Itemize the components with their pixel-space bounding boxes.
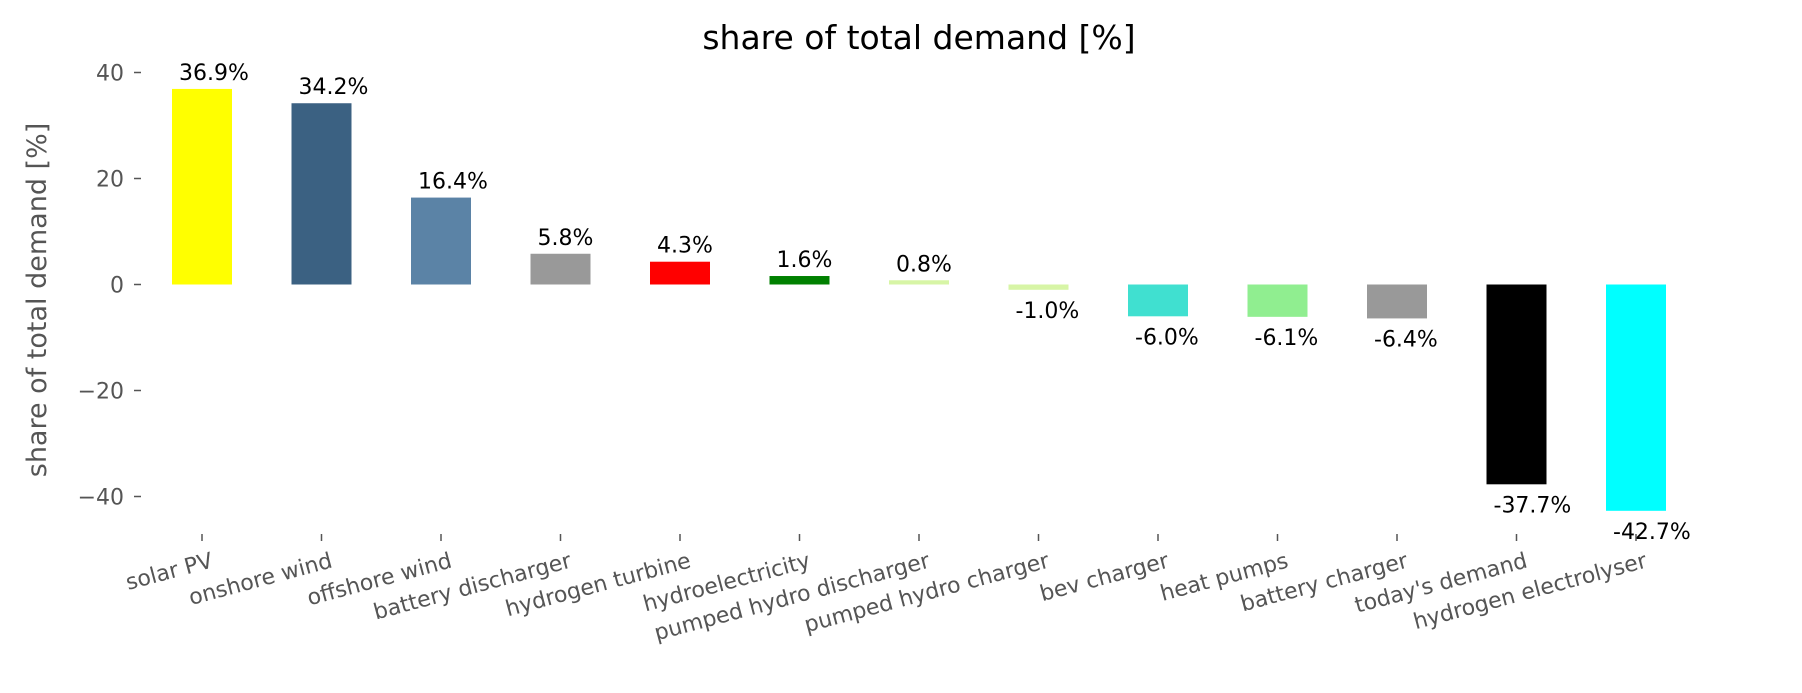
x-tick-label: bev charger bbox=[1037, 548, 1172, 607]
data-label: 4.3% bbox=[657, 234, 713, 259]
bar-battery-charger bbox=[1367, 284, 1427, 319]
bar-onshore-wind bbox=[291, 103, 352, 285]
y-tick-label: −20 bbox=[78, 380, 124, 405]
data-label: -42.7% bbox=[1613, 520, 1691, 545]
data-label: 1.6% bbox=[777, 248, 833, 273]
data-label: -1.0% bbox=[1016, 299, 1080, 324]
bar-hydrogen-turbine bbox=[650, 261, 710, 285]
y-axis-label: share of total demand [%] bbox=[22, 123, 53, 478]
bar-bev-charger bbox=[1128, 284, 1188, 317]
data-label: -37.7% bbox=[1494, 493, 1572, 518]
bar-today-s-demand bbox=[1486, 284, 1547, 485]
bars: 36.9% 34.2% 16.4% 5.8% 4.3% 1.6% 0.8% -1.0% -6.0… bbox=[172, 61, 1691, 545]
data-label: -6.4% bbox=[1374, 327, 1438, 352]
data-label: -6.1% bbox=[1255, 326, 1319, 351]
bar-hydrogen-electrolyser bbox=[1606, 284, 1666, 511]
bar-heat-pumps bbox=[1247, 284, 1308, 317]
bar-hydroelectricity bbox=[769, 276, 830, 285]
chart-title: share of total demand [%] bbox=[702, 18, 1135, 57]
bar-battery-discharger bbox=[530, 253, 591, 285]
data-label: 34.2% bbox=[299, 75, 369, 100]
data-label: -6.0% bbox=[1135, 325, 1199, 350]
bar-pumped-hydro-charger bbox=[1008, 284, 1069, 290]
y-tick-label: 20 bbox=[96, 168, 124, 193]
bar-solar-pv bbox=[172, 88, 232, 285]
y-axis: 40 20 0 −20 −40 bbox=[78, 62, 141, 511]
data-label: 16.4% bbox=[418, 170, 488, 195]
y-tick-label: 0 bbox=[110, 274, 124, 299]
y-tick-label: −40 bbox=[78, 486, 124, 511]
data-label: 5.8% bbox=[538, 226, 594, 251]
data-label: 0.8% bbox=[896, 252, 952, 277]
bar-offshore-wind bbox=[411, 197, 471, 285]
bar-pumped-hydro-discharger bbox=[889, 280, 949, 285]
y-tick-label: 40 bbox=[96, 62, 124, 87]
data-label: 36.9% bbox=[179, 61, 249, 86]
